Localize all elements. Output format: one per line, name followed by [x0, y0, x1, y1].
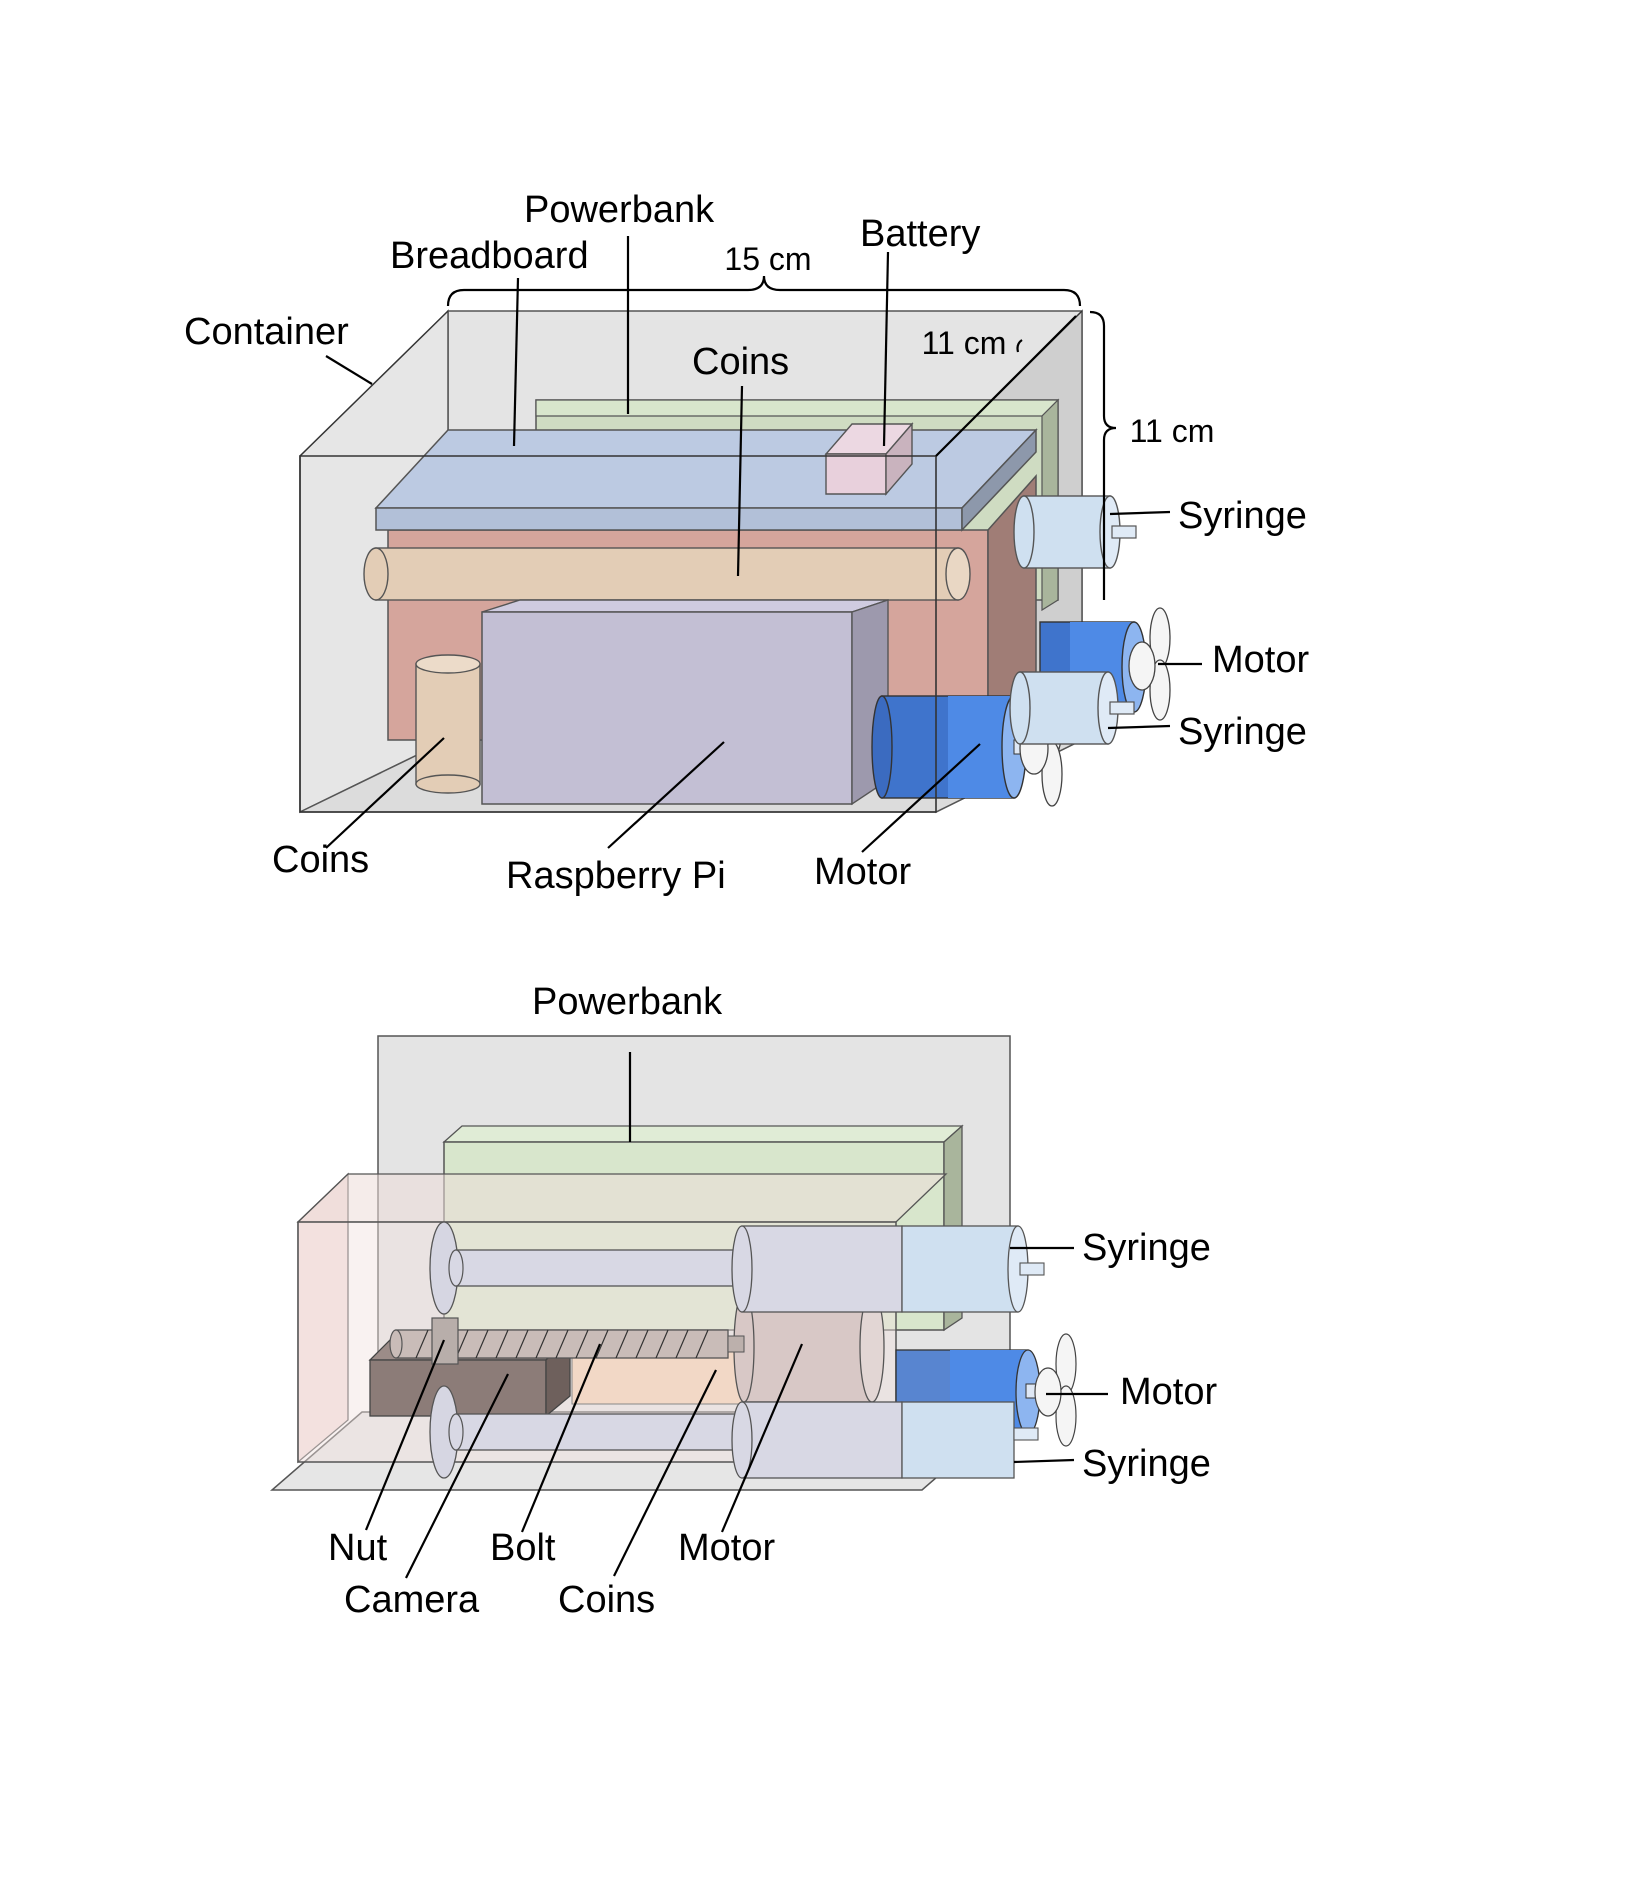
breadboard-top	[376, 430, 1036, 508]
label-coins-bottom: Coins	[272, 839, 369, 881]
enclosure-top	[298, 1174, 946, 1222]
label-syringe-upper-bottom: Syringe	[1082, 1227, 1211, 1269]
label-camera: Camera	[344, 1579, 480, 1621]
label-motor-bottom: Motor	[678, 1527, 775, 1569]
syringe-lower	[1010, 672, 1134, 744]
label-bolt: Bolt	[490, 1527, 556, 1569]
width-dimension: 15 cm	[724, 241, 811, 277]
label-raspberry-pi: Raspberry Pi	[506, 855, 726, 897]
label-nut: Nut	[328, 1527, 388, 1569]
breadboard-front	[376, 508, 962, 530]
label-coins-bottom-view: Coins	[558, 1579, 655, 1621]
height-dimension: 11 cm	[1130, 413, 1215, 449]
label-motor-side-bottom: Motor	[1120, 1371, 1217, 1413]
label-syringe-upper: Syringe	[1178, 495, 1307, 537]
label-motor-front: Motor	[814, 851, 911, 893]
coins-tube-horizontal	[364, 548, 970, 600]
top-view: 15 cm 11 cm 11 cm Container Breadboard P…	[184, 189, 1309, 897]
bottom-view: Powerbank Syringe Motor Syringe Nut Came…	[272, 981, 1217, 1621]
label-syringe-lower-bottom: Syringe	[1082, 1443, 1211, 1485]
label-syringe-lower: Syringe	[1178, 711, 1307, 753]
depth-dimension: 11 cm	[922, 325, 1007, 361]
coins-pad	[572, 1352, 748, 1404]
label-container: Container	[184, 311, 349, 353]
label-powerbank: Powerbank	[524, 189, 715, 231]
coins-cylinder-vertical	[416, 655, 480, 793]
syringe-lower-bottom-leader	[1014, 1460, 1074, 1462]
raspberry-pi-block	[482, 600, 888, 804]
label-coins-top: Coins	[692, 341, 789, 383]
label-motor-side: Motor	[1212, 639, 1309, 681]
width-brace	[448, 276, 1080, 306]
label-breadboard: Breadboard	[390, 235, 589, 277]
container-leader	[326, 356, 372, 384]
syringe-upper	[1014, 496, 1136, 568]
label-battery: Battery	[860, 213, 980, 255]
label-powerbank-bottom: Powerbank	[532, 981, 723, 1023]
